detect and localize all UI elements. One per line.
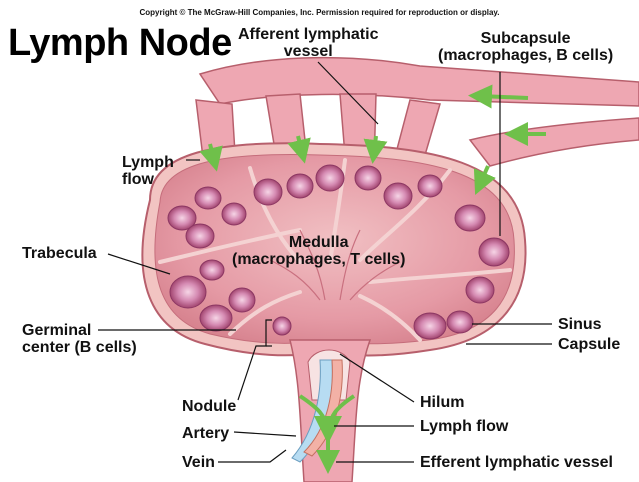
label-efferent-lymphatic-vessel: Efferent lymphatic vessel bbox=[420, 454, 613, 471]
afferent-vessel-right bbox=[470, 118, 639, 166]
follicle bbox=[287, 174, 313, 198]
follicle bbox=[254, 179, 282, 205]
flow-arrow bbox=[480, 96, 528, 98]
follicle bbox=[273, 317, 291, 335]
label-lymph-flow-bottom: Lymph flow bbox=[420, 418, 508, 435]
label-medulla: Medulla(macrophages, T cells) bbox=[232, 234, 405, 268]
label-artery: Artery bbox=[182, 425, 229, 442]
follicle bbox=[200, 260, 224, 280]
follicle bbox=[200, 305, 232, 331]
label-subcapsule: Subcapsule(macrophages, B cells) bbox=[438, 30, 613, 64]
follicle bbox=[195, 187, 221, 209]
label-vein: Vein bbox=[182, 454, 215, 471]
leader-artery bbox=[234, 432, 296, 436]
follicle bbox=[418, 175, 442, 197]
follicle bbox=[229, 288, 255, 312]
follicle bbox=[186, 224, 214, 248]
label-capsule: Capsule bbox=[558, 336, 620, 353]
follicle bbox=[414, 313, 446, 339]
follicle bbox=[384, 183, 412, 209]
label-nodule: Nodule bbox=[182, 398, 236, 415]
follicle bbox=[170, 276, 206, 308]
follicle bbox=[455, 205, 485, 231]
label-hilum: Hilum bbox=[420, 394, 464, 411]
flow-arrow bbox=[374, 136, 376, 152]
follicle bbox=[316, 165, 344, 191]
follicle bbox=[466, 277, 494, 303]
follicle bbox=[479, 238, 509, 266]
follicle bbox=[447, 311, 473, 333]
follicle bbox=[355, 166, 381, 190]
follicle bbox=[222, 203, 246, 225]
label-trabecula: Trabecula bbox=[22, 245, 97, 262]
label-sinus: Sinus bbox=[558, 316, 602, 333]
leader-vein bbox=[218, 450, 286, 462]
